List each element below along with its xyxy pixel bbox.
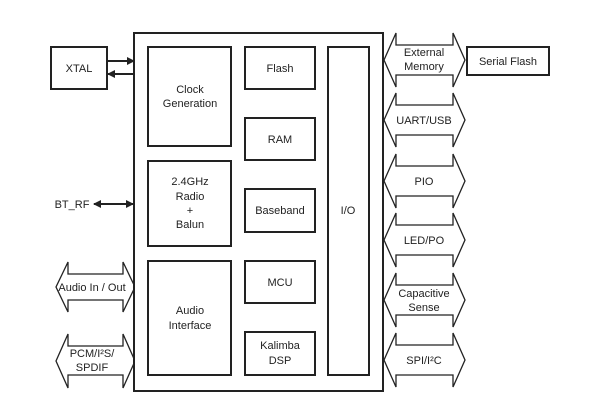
io-label: I/O — [341, 205, 356, 217]
ext-mem-label-line1: External — [404, 47, 444, 59]
clock-generation-block: Clock Generation — [147, 46, 232, 147]
mcu-block: MCU — [244, 260, 316, 304]
capacitive-sense-bus: Capacitive Sense — [383, 272, 466, 328]
spi-i2c-label: SPI/I²C — [406, 355, 442, 367]
led-po-label: LED/PO — [404, 235, 445, 247]
clock-label-line2: Generation — [163, 98, 217, 110]
baseband-label: Baseband — [255, 205, 305, 217]
pio-bus: PIO — [383, 153, 466, 209]
audio-if-label-line2: Interface — [169, 320, 212, 332]
bt-rf-label: BT_RF — [55, 199, 90, 211]
audio-io-label: Audio In / Out — [58, 282, 125, 294]
radio-label-line2: Radio — [176, 191, 205, 203]
uart-usb-bus: UART/USB — [383, 92, 466, 148]
flash-block: Flash — [244, 46, 316, 90]
flash-label: Flash — [267, 63, 294, 75]
radio-label-line3: + — [187, 205, 193, 217]
cap-label-line2: Sense — [408, 302, 439, 314]
radio-label-line4: Balun — [176, 219, 204, 231]
radio-balun-block: 2.4GHz Radio + Balun — [147, 160, 232, 247]
pio-label: PIO — [415, 176, 434, 188]
xtal-label: XTAL — [66, 63, 93, 75]
audio-if-label-line1: Audio — [176, 305, 204, 317]
ram-block: RAM — [244, 117, 316, 161]
ext-mem-label-line2: Memory — [404, 61, 444, 73]
external-memory-bus: External Memory — [383, 32, 466, 88]
pcm-label-line2: SPDIF — [76, 362, 109, 374]
pcm-i2s-spdif-bus: PCM/I²S/ SPDIF — [55, 333, 136, 389]
pcm-label-line1: PCM/I²S/ — [70, 348, 116, 360]
dsp-label-line2: DSP — [269, 355, 292, 367]
ram-label: RAM — [268, 134, 292, 146]
cap-label-line1: Capacitive — [398, 288, 449, 300]
io-block: I/O — [327, 46, 370, 376]
spi-i2c-bus: SPI/I²C — [383, 332, 466, 388]
mcu-label: MCU — [267, 277, 292, 289]
audio-io-bus: Audio In / Out — [55, 261, 136, 313]
uart-usb-label: UART/USB — [396, 115, 451, 127]
audio-interface-block: Audio Interface — [147, 260, 232, 376]
radio-label-line1: 2.4GHz — [171, 176, 208, 188]
led-po-bus: LED/PO — [383, 212, 466, 268]
xtal-block: XTAL — [50, 46, 108, 90]
baseband-block: Baseband — [244, 188, 316, 233]
kalimba-dsp-block: Kalimba DSP — [244, 331, 316, 376]
dsp-label-line1: Kalimba — [260, 340, 301, 352]
clock-label-line1: Clock — [176, 84, 204, 96]
serial-flash-label: Serial Flash — [479, 56, 537, 68]
serial-flash-block: Serial Flash — [466, 46, 550, 76]
